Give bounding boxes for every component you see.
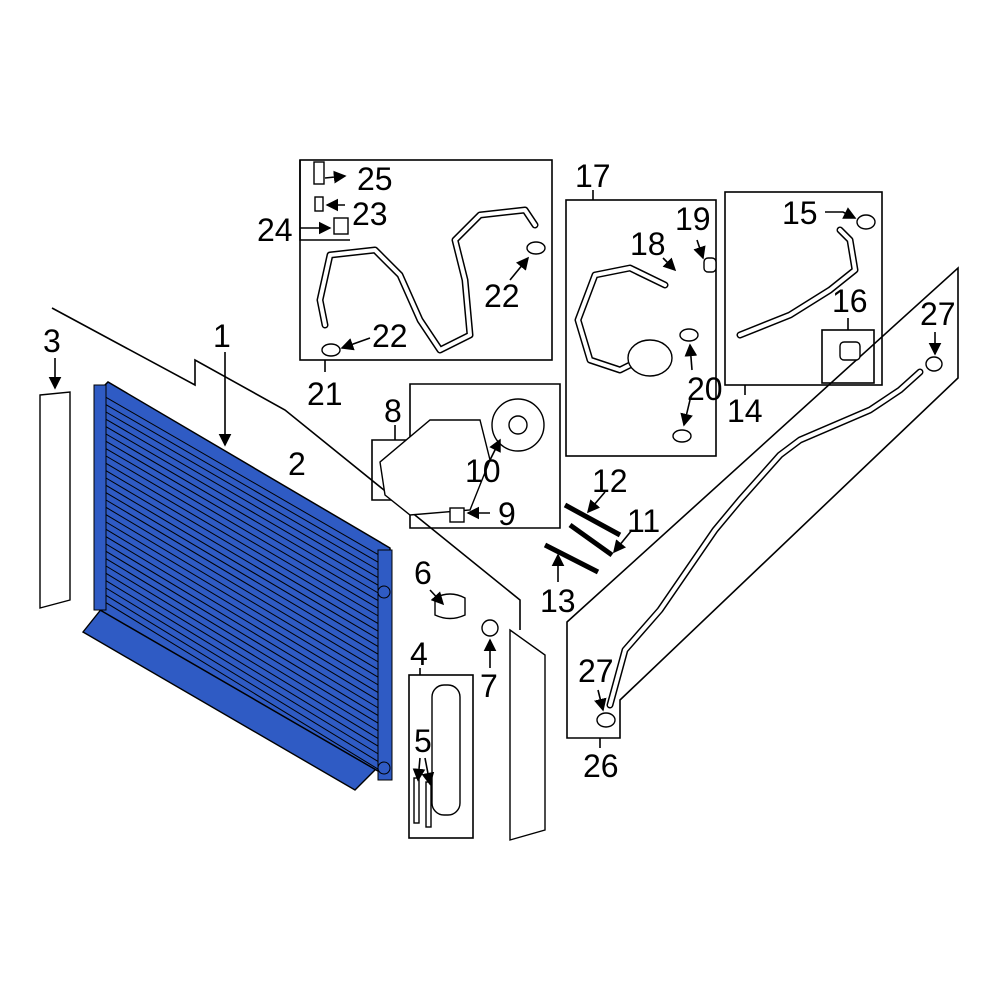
callout-17: 17 [575, 158, 611, 194]
condenser-right-tank [377, 549, 393, 781]
condenser-fin [105, 572, 381, 741]
callout-24: 24 [257, 212, 293, 248]
box-21 [299, 159, 553, 361]
condenser-fins [105, 396, 381, 771]
leader-arrows [48, 170, 942, 786]
condenser-fin [105, 462, 381, 626]
part-24 [333, 217, 349, 235]
bolt-5a [413, 777, 420, 824]
condenser-fin [105, 470, 381, 633]
callout-19: 19 [675, 201, 711, 237]
condenser-fin [105, 404, 381, 564]
condenser-fin [105, 418, 381, 580]
callout-5: 5 [414, 723, 432, 759]
condenser-fin [105, 558, 381, 725]
callout-4: 4 [410, 636, 428, 672]
compressor [379, 419, 491, 516]
condenser-fin [105, 550, 381, 718]
callout-15: 15 [782, 195, 818, 231]
condenser-fin [105, 455, 381, 618]
bolt-5b [425, 781, 432, 828]
box-4 [408, 674, 474, 839]
condenser-fin [105, 396, 381, 557]
condenser-fin [105, 528, 381, 695]
condenser-left-tank [93, 384, 107, 611]
condenser-fin [105, 536, 381, 702]
condenser-fin [105, 514, 381, 679]
callout-22-lower: 22 [372, 318, 408, 354]
callout-11: 11 [627, 503, 660, 539]
callout-20: 20 [687, 371, 723, 407]
receiver-drier [431, 684, 461, 816]
callout-labels: 1 2 3 4 5 6 7 8 9 10 11 12 13 14 15 16 1… [43, 158, 956, 784]
condenser[interactable] [81, 381, 393, 791]
condenser-fin [105, 587, 381, 756]
part-25 [313, 161, 325, 185]
condenser-fin [105, 448, 381, 610]
callout-23: 23 [352, 196, 388, 232]
part-6 [434, 593, 466, 620]
condenser-fin [105, 543, 381, 710]
condenser-fin [105, 580, 381, 748]
callout-21: 21 [307, 376, 343, 412]
condenser-fin [105, 426, 381, 587]
leader-2-line [51, 307, 521, 630]
callout-7: 7 [480, 668, 498, 704]
left-seal [39, 391, 71, 609]
part-7 [481, 619, 499, 637]
condenser-fin [105, 594, 381, 764]
part-9 [449, 507, 465, 523]
condenser-fin [105, 565, 381, 733]
condenser-fin [105, 433, 381, 595]
condenser-fin [105, 506, 381, 672]
callout-26: 26 [583, 748, 619, 784]
bracket-23-25 [299, 160, 350, 241]
callout-9: 9 [498, 496, 516, 532]
condenser-fin [105, 440, 381, 603]
group-box-lines [51, 159, 959, 839]
callout-6: 6 [414, 555, 432, 591]
condenser-fin [105, 411, 381, 572]
callout-3: 3 [43, 323, 61, 359]
callout-27-upper: 27 [920, 296, 956, 332]
callout-12: 12 [592, 463, 628, 499]
condenser-fin [105, 477, 381, 641]
condenser-fin [105, 492, 381, 656]
condenser-fin [105, 499, 381, 664]
callout-16: 16 [832, 283, 868, 319]
condenser-fin [105, 484, 381, 649]
box-17 [565, 199, 717, 457]
callout-10: 10 [465, 453, 501, 489]
box-14 [724, 191, 883, 386]
callout-25: 25 [357, 161, 393, 197]
callout-27-lower: 27 [578, 653, 614, 689]
condenser-fin [105, 602, 381, 771]
callout-14: 14 [727, 393, 763, 429]
callout-13: 13 [540, 583, 576, 619]
condenser-fin [105, 521, 381, 687]
box-26 [566, 266, 959, 739]
callout-18: 18 [630, 226, 666, 262]
right-seal [509, 628, 546, 841]
part-23 [314, 196, 324, 212]
callout-2: 2 [288, 446, 306, 482]
callout-22-upper: 22 [484, 278, 520, 314]
callout-1: 1 [213, 318, 231, 354]
callout-8: 8 [384, 393, 402, 429]
